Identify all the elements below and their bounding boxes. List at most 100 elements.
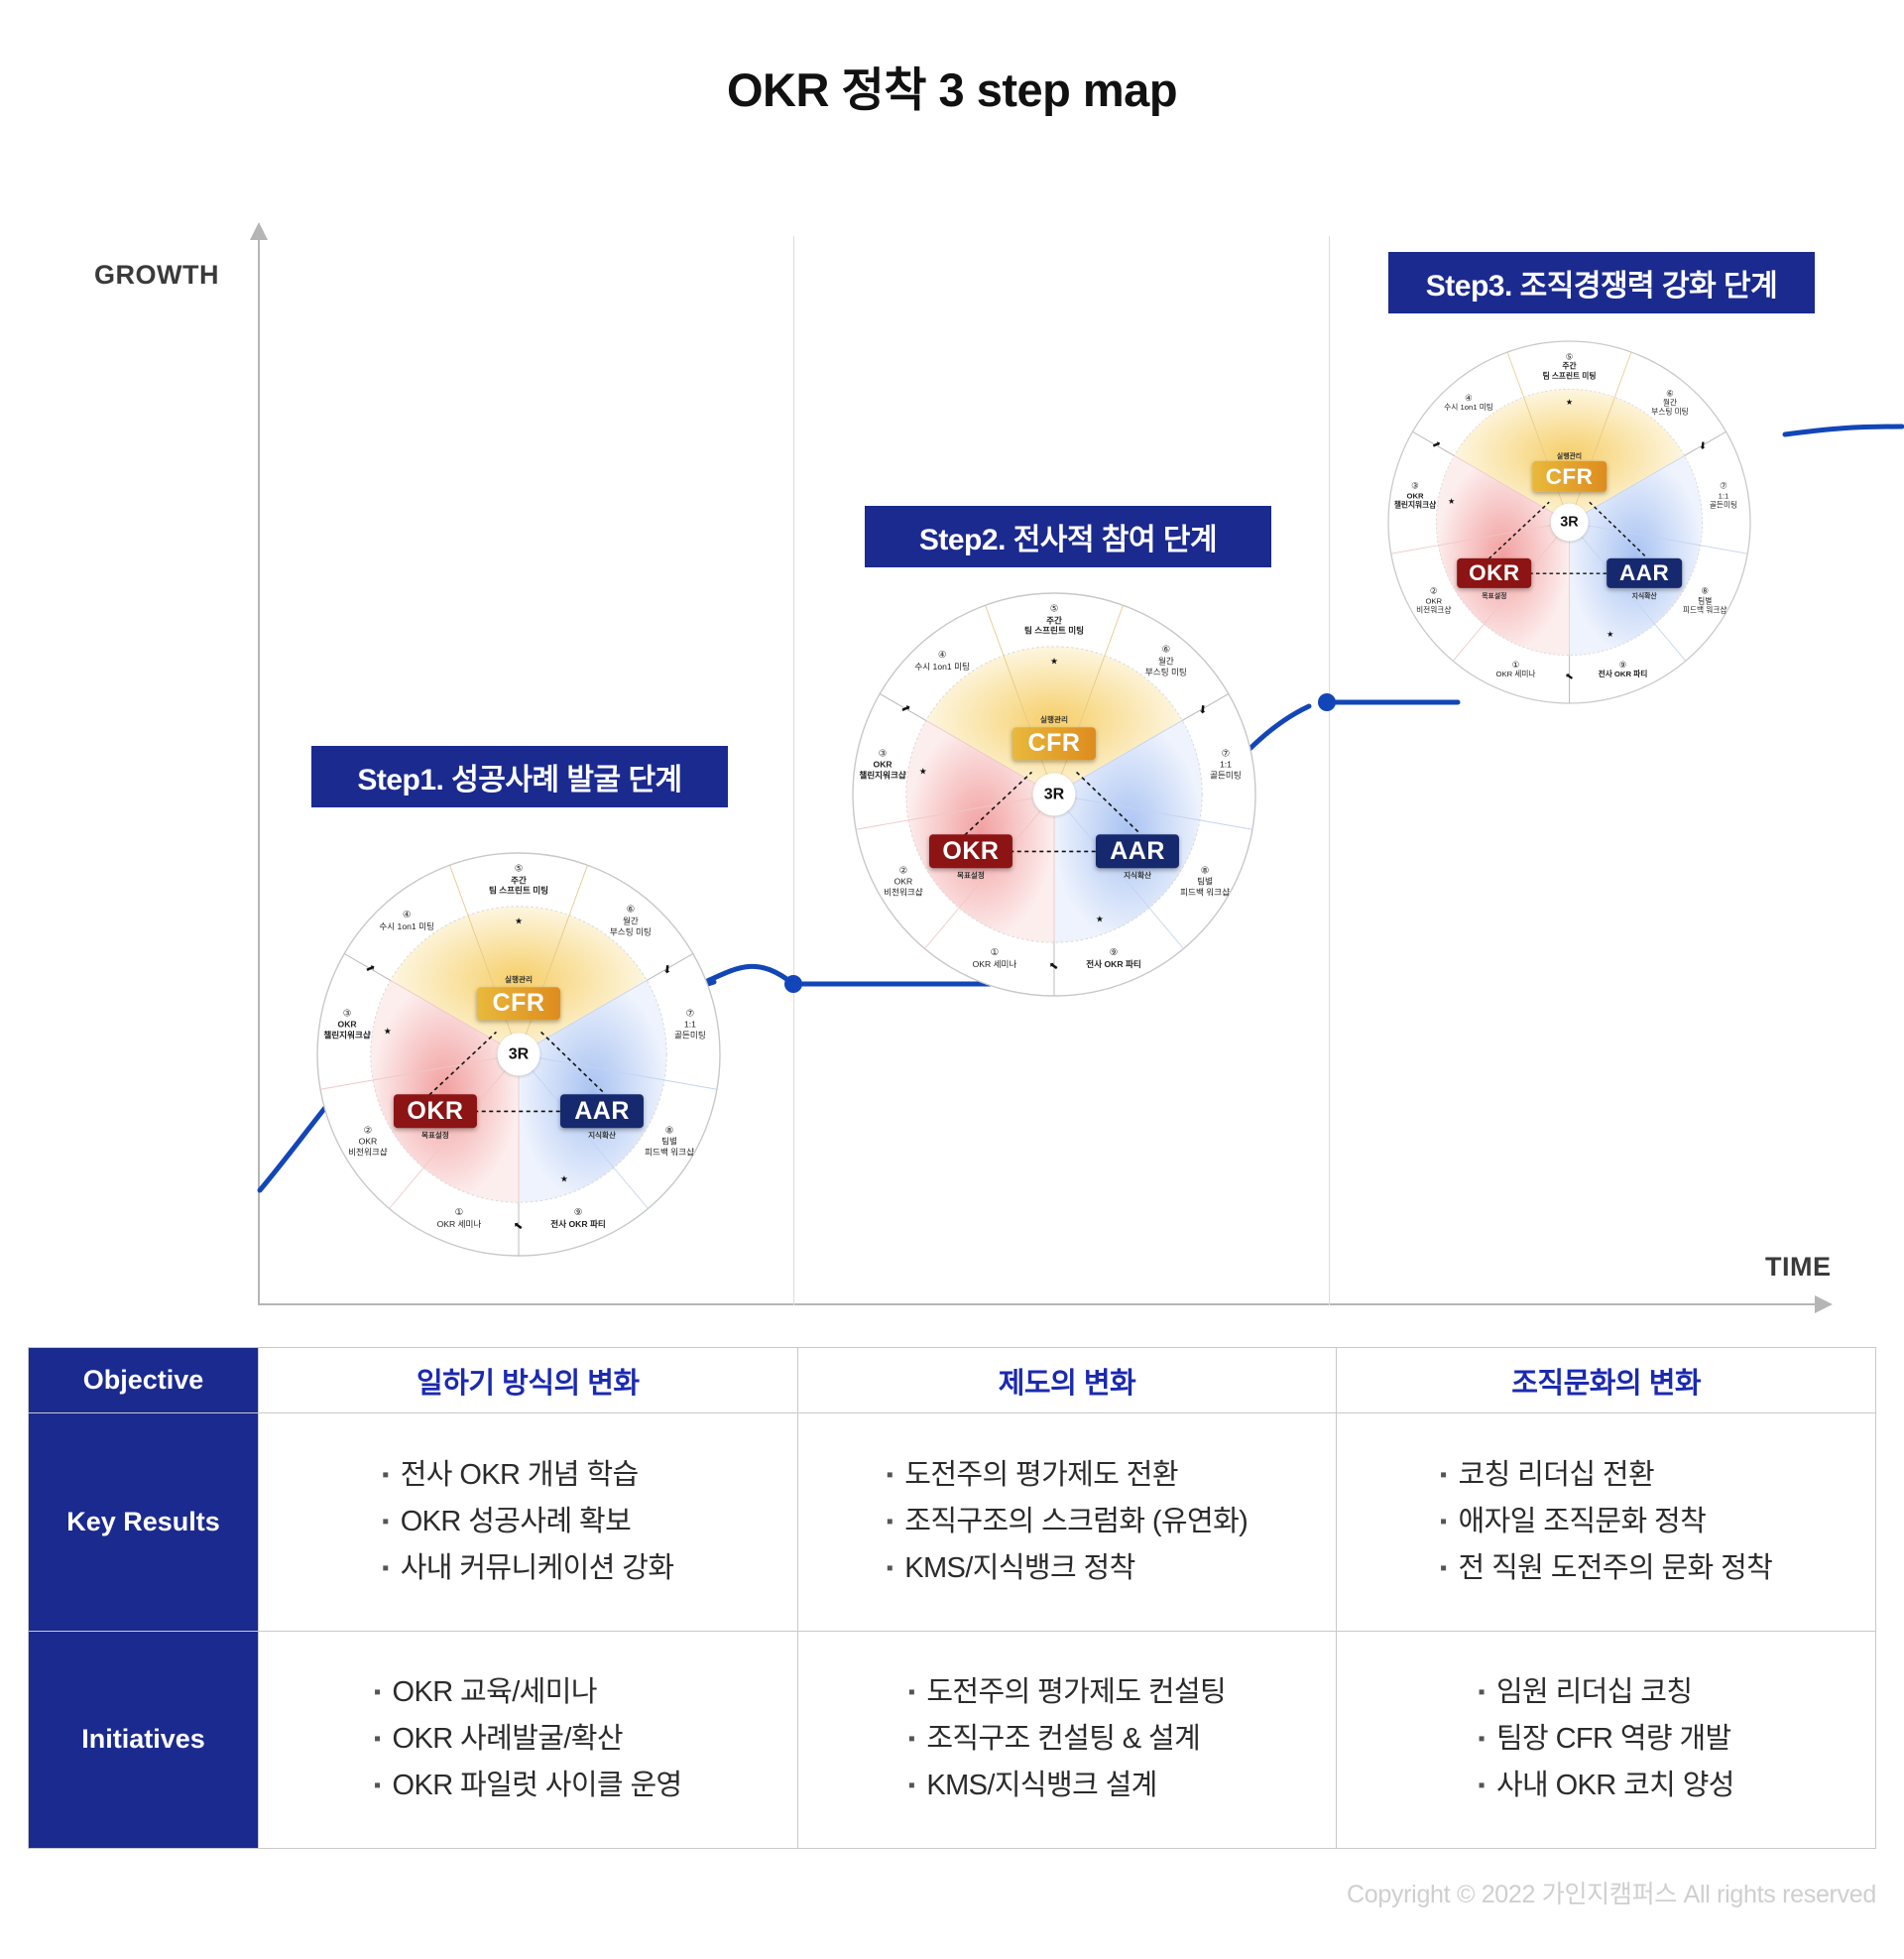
wheel-item-label: 월간	[1157, 656, 1174, 667]
step3-title-chip: Step3. 조직경쟁력 강화 단계	[1388, 252, 1815, 313]
wheel-flow-arrow-icon-1: ➡	[659, 964, 673, 975]
wheel-item-label-2: 부스팅 미팅	[1651, 407, 1689, 417]
list-item: OKR 성공사례 확보	[382, 1499, 673, 1545]
wheel-item-number: ⑨	[1109, 946, 1119, 958]
pillar-sublabel-aar: 지식확산	[1124, 871, 1152, 881]
wheel-item-label-2: 피드백 워크샵	[1682, 605, 1727, 615]
list-item: 전 직원 도전주의 문화 정착	[1440, 1545, 1773, 1592]
wheel-item-label: 팀별	[1698, 596, 1713, 606]
wheel-item-label: 팀별	[661, 1137, 677, 1148]
wheel-item-number: ③	[1411, 480, 1419, 491]
wheel-item-number: ⑧	[1200, 865, 1210, 877]
pillar-sublabel-cfr: 실행관리	[1040, 714, 1068, 724]
list-item: 애자일 조직문화 정착	[1440, 1499, 1772, 1545]
wheel-item-number: ④	[937, 650, 947, 662]
row-header-key-results: Key Results	[28, 1412, 259, 1632]
wheel-item-number: ⑤	[514, 864, 524, 876]
wheel-item-label: 팀별	[1197, 877, 1213, 888]
pillar-badge-aar: AAR	[560, 1094, 645, 1129]
x-axis-arrow-icon	[1815, 1295, 1833, 1313]
list-item: OKR 파일럿 사이클 운영	[374, 1763, 683, 1809]
wheel-flow-arrow-icon-3: ➡	[1430, 438, 1443, 452]
wheel-item-number: ②	[1429, 585, 1438, 596]
pillar-sublabel-cfr: 실행관리	[1556, 452, 1583, 460]
wheel-item-label: OKR 세미나	[436, 1218, 482, 1229]
wheel-item-number: ④	[402, 910, 412, 921]
wheel-item-number: ⑨	[573, 1206, 583, 1218]
wheel-item-label-2: 비전워크샵	[348, 1147, 388, 1158]
pillar-badge-okr: OKR	[1457, 558, 1532, 589]
wheel-item-number: ①	[454, 1206, 464, 1218]
wheel-item-label-2: 부스팅 미팅	[1144, 667, 1187, 677]
wheel-item-number: ⑥	[1666, 387, 1674, 398]
key-results-step2: 도전주의 평가제도 전환조직구조의 스크럼화 (유연화)KMS/지식뱅크 정착	[796, 1412, 1338, 1632]
wheel-item-number: ⑦	[685, 1008, 695, 1020]
wheel-item-label: 수시 1on1 미팅	[379, 921, 434, 932]
wheel-flow-arrow-icon-2: ➡	[1562, 669, 1576, 682]
list-item: KMS/지식뱅크 정착	[887, 1545, 1249, 1592]
list-item: 코칭 리더십 전환	[1440, 1452, 1772, 1499]
row-header-objective: Objective	[28, 1346, 259, 1414]
initiatives-step3: 임원 리더십 코칭팀장 CFR 역량 개발사내 OKR 코치 양성	[1336, 1630, 1876, 1850]
wheel-item-label-2: 부스팅 미팅	[609, 926, 652, 937]
wheel-item-label: 수시 1on1 미팅	[914, 662, 970, 673]
wheel-item-label: 1:1	[1219, 759, 1232, 770]
star-icon: ★	[383, 1026, 392, 1037]
key-results-step3: 코칭 리더십 전환애자일 조직문화 정착전 직원 도전주의 문화 정착	[1336, 1412, 1876, 1632]
wheel-item-number: ⑨	[1618, 659, 1627, 670]
wheel-item-label: 전사 OKR 파티	[1598, 670, 1648, 679]
list-item: KMS/지식뱅크 설계	[908, 1763, 1226, 1809]
y-axis-line	[258, 236, 260, 1305]
wheel-item-label: OKR	[1406, 490, 1424, 500]
wheel-item-number: ⑥	[626, 905, 636, 917]
pillar-badge-cfr: CFR	[476, 986, 561, 1021]
wheel-flow-arrow-icon-1: ➡	[1696, 440, 1709, 451]
pillar-badge-okr: OKR	[393, 1094, 477, 1129]
list-item: 사내 OKR 코치 양성	[1478, 1763, 1735, 1809]
wheel-item-label: OKR	[337, 1019, 357, 1030]
pillar-badge-aar: AAR	[1606, 558, 1682, 589]
okr-summary-table: Objective 일하기 방식의 변화 제도의 변화 조직문화의 변화 Key…	[28, 1346, 1876, 1850]
wheel-item-label: 1:1	[683, 1019, 696, 1030]
table-row-key-results: Key Results 전사 OKR 개념 학습OKR 성공사례 확보사내 커뮤…	[28, 1412, 1876, 1632]
star-icon: ★	[1606, 629, 1614, 639]
wheel-item-label: 전사 OKR 파티	[550, 1218, 606, 1229]
wheel-flow-arrow-icon-1: ➡	[1195, 704, 1209, 715]
objective-step1: 일하기 방식의 변화	[258, 1346, 798, 1414]
wheel-item-label: 1:1	[1718, 490, 1729, 500]
pillar-badge-okr: OKR	[928, 834, 1012, 869]
y-axis-arrow-icon	[250, 222, 268, 240]
wheel-item-number: ③	[342, 1008, 352, 1020]
pillar-badge-cfr: CFR	[1531, 461, 1607, 492]
step1-title-chip: Step1. 성공사례 발굴 단계	[311, 746, 728, 807]
initiatives-step2: 도전주의 평가제도 컨설팅조직구조 컨설팅 & 설계KMS/지식뱅크 설계	[796, 1630, 1338, 1850]
list-item: 사내 커뮤니케이션 강화	[382, 1545, 674, 1592]
list-item: 조직구조 컨설팅 & 설계	[908, 1716, 1226, 1763]
wheel-item-label: 주간	[1562, 361, 1577, 371]
list-item: 도전주의 평가제도 전환	[887, 1452, 1249, 1499]
wheel-item-label: OKR	[358, 1137, 378, 1148]
wheel-item-label-2: 챌린지워크샵	[1393, 500, 1437, 510]
wheel-center-3r: 3R	[1032, 773, 1076, 816]
x-axis-line	[258, 1303, 1817, 1305]
table-row-initiatives: Initiatives OKR 교육/세미나OKR 사례발굴/확산OKR 파일럿…	[28, 1630, 1876, 1850]
